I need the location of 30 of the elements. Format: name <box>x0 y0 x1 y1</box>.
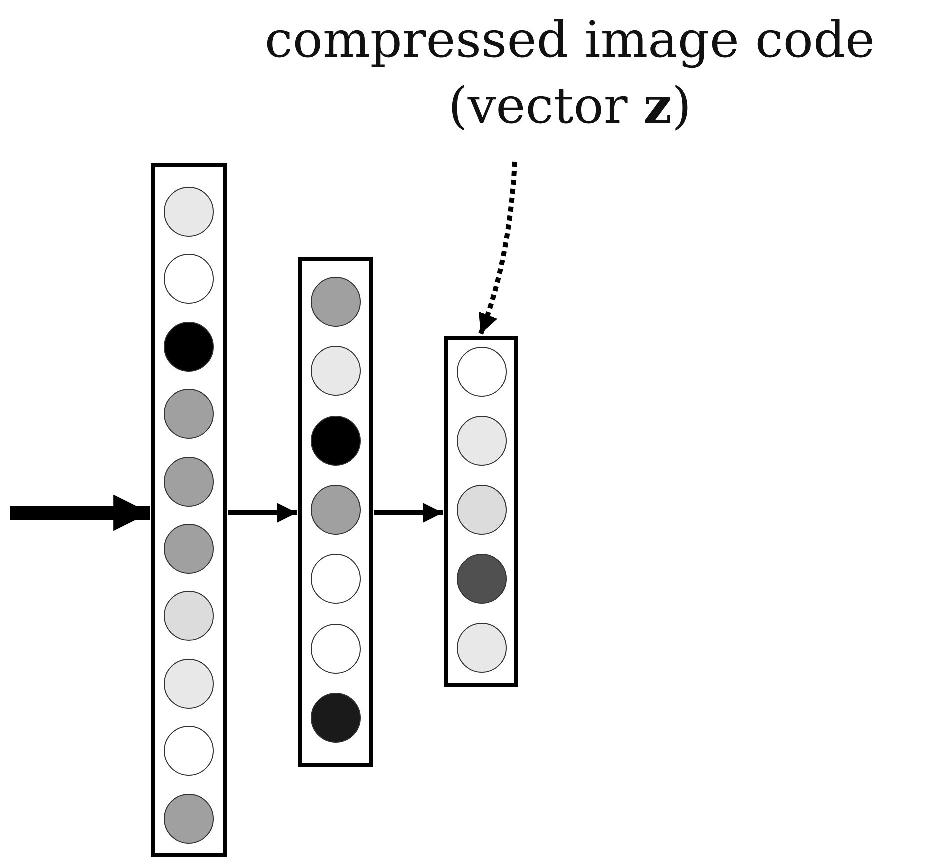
leader-arrow <box>478 162 518 335</box>
neuron-circle <box>457 416 507 466</box>
neuron-circle <box>457 347 507 397</box>
annotation-text: compressed image code (vector z) <box>250 8 890 148</box>
neuron-circle <box>311 484 361 535</box>
neuron-circle <box>164 254 214 304</box>
neuron-circle <box>164 187 214 237</box>
neuron-circle <box>164 658 214 709</box>
layer-box <box>151 163 227 857</box>
neuron-circle <box>164 591 214 642</box>
neuron-circle <box>164 456 214 507</box>
neuron-circle <box>457 554 507 604</box>
neuron-circle <box>311 624 361 674</box>
neuron-circle <box>164 524 214 574</box>
neuron-circle <box>457 623 507 673</box>
neuron-circle <box>164 322 214 372</box>
neuron-circle <box>164 389 214 440</box>
layer-box <box>298 257 373 767</box>
neuron-circle <box>164 794 214 844</box>
neuron-circle <box>457 485 507 535</box>
neuron-circle <box>164 726 214 776</box>
arrow <box>228 503 297 523</box>
neuron-circle <box>311 554 361 604</box>
neuron-circle <box>311 277 361 327</box>
layer-box <box>444 336 518 687</box>
neuron-circle <box>311 416 361 466</box>
neuron-circle <box>311 692 361 743</box>
arrow <box>374 503 443 523</box>
arrow <box>10 494 150 532</box>
neuron-circle <box>311 346 361 396</box>
